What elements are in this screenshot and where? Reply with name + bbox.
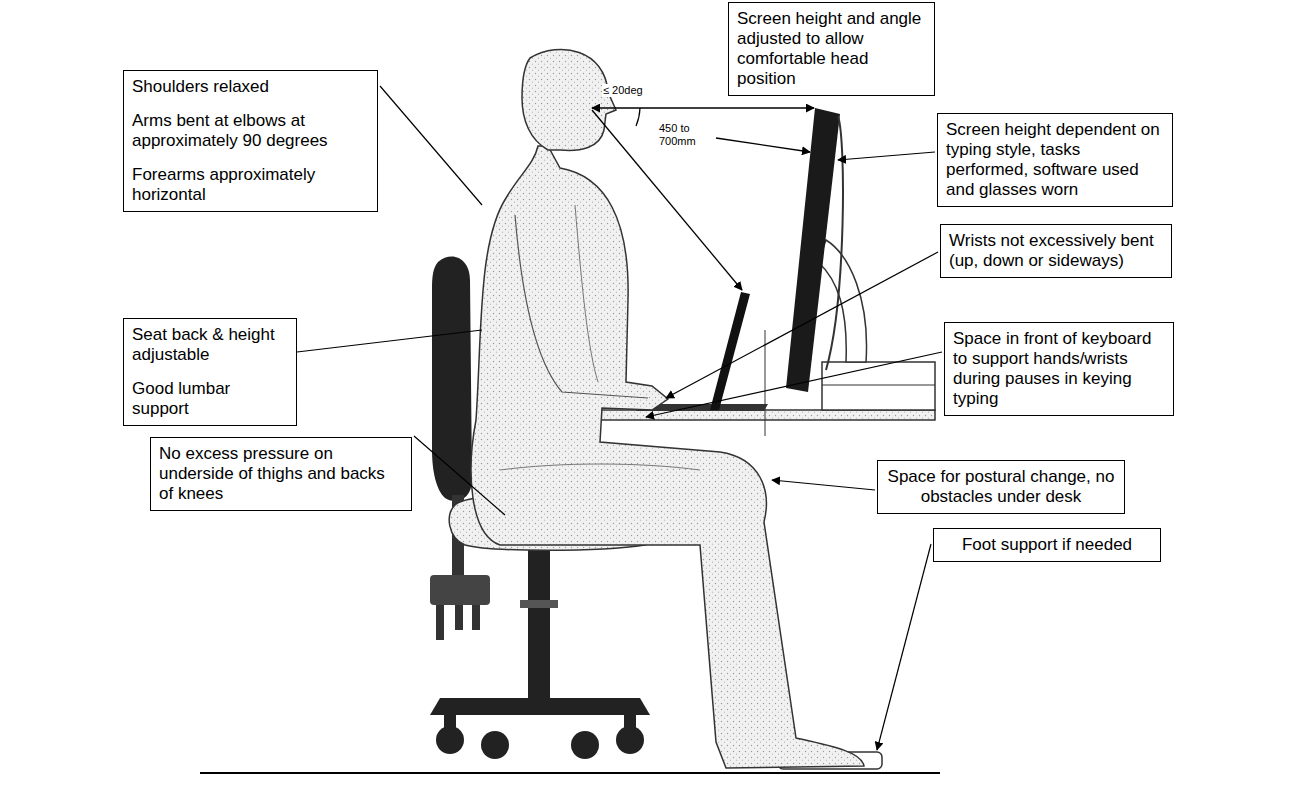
callout-box: Shoulders relaxedArms bent at elbows at … (123, 70, 378, 212)
callout-box: Space for postural change, no obstacles … (877, 460, 1125, 514)
callout-box: Screen height and angle adjusted to allo… (728, 2, 935, 96)
dimension-label: ≤ 20deg (602, 84, 664, 97)
seated-person (471, 49, 864, 768)
callout-box: Seat back & height adjustableGood lumbar… (123, 318, 297, 426)
callout-text: Wrists not excessively bent (up, down or… (949, 231, 1163, 271)
callout-box: Foot support if needed (933, 528, 1161, 562)
callout-text: No excess pressure on underside of thigh… (159, 444, 403, 504)
callout-box: Wrists not excessively bent (up, down or… (940, 224, 1172, 278)
dimension-label: 450 to 700mm (658, 122, 712, 148)
callout-box: Space in front of keyboard to support ha… (944, 322, 1174, 416)
callout-text: Good lumbar support (132, 379, 288, 419)
callout-text: Screen height and angle adjusted to allo… (737, 9, 926, 89)
callout-text: Arms bent at elbows at approximately 90 … (132, 111, 369, 151)
callout-box: Screen height dependent on typing style,… (937, 113, 1173, 207)
callout-text: Shoulders relaxed (132, 77, 369, 97)
callout-text: Seat back & height adjustable (132, 325, 288, 365)
callout-text: Space for postural change, no obstacles … (886, 467, 1116, 507)
callout-text: Foot support if needed (942, 535, 1152, 555)
leader-lines (297, 86, 942, 750)
sight-lines (592, 108, 814, 290)
callout-text: Space in front of keyboard to support ha… (953, 329, 1165, 409)
floor-line (200, 772, 940, 774)
callout-text: Forearms approximately horizontal (132, 165, 369, 205)
callout-text: Screen height dependent on typing style,… (946, 120, 1164, 200)
callout-box: No excess pressure on underside of thigh… (150, 437, 412, 511)
